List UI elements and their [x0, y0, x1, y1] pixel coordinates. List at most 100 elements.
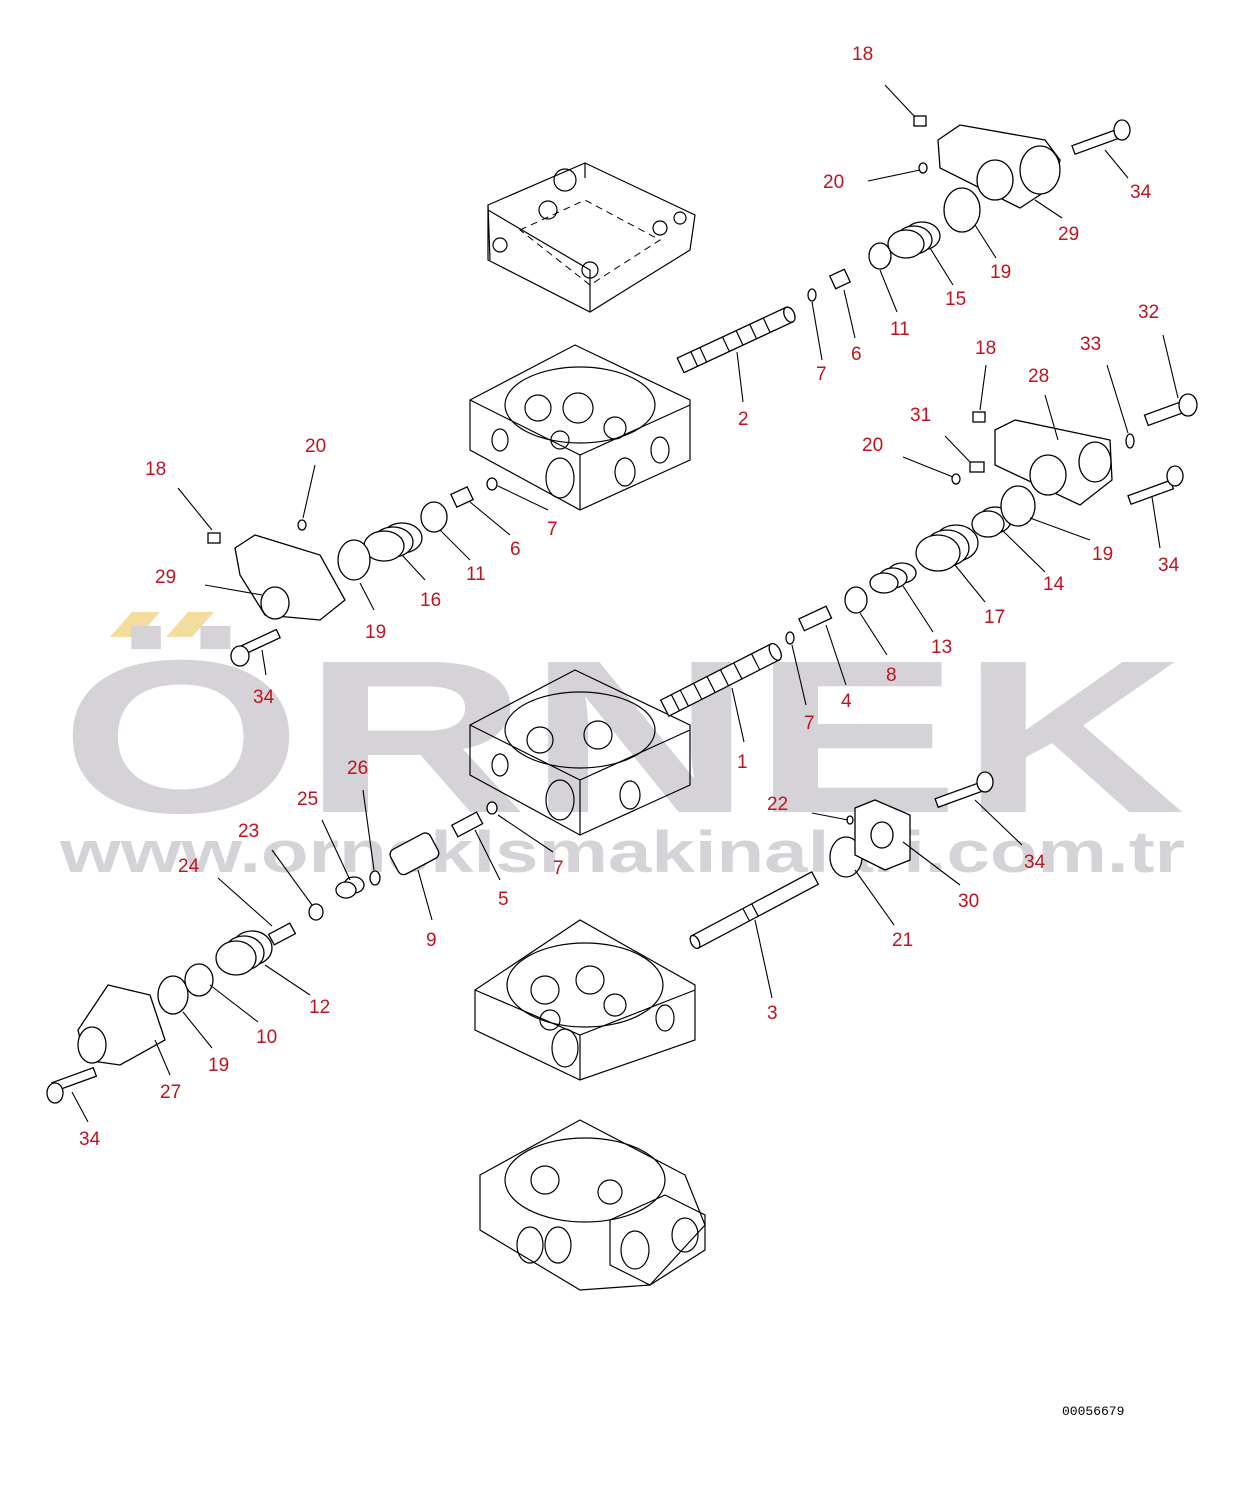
oring-7-a [807, 288, 817, 302]
callout-34: 34 [1024, 852, 1046, 873]
callout-18: 18 [975, 338, 996, 359]
callout-21: 21 [892, 930, 913, 951]
spring-13 [869, 562, 917, 594]
callout-30: 30 [958, 891, 979, 912]
callout-34: 34 [79, 1129, 101, 1150]
seal-19-right [1000, 485, 1036, 527]
callout-7: 7 [547, 519, 558, 540]
callout-19: 19 [1092, 544, 1113, 565]
callout-7: 7 [804, 713, 815, 734]
oring-7-c [785, 631, 795, 645]
bolt-34-top [1071, 119, 1131, 156]
oring-20-c [297, 519, 307, 531]
callout-17: 17 [984, 607, 1005, 628]
flange-30 [854, 799, 911, 871]
callout-28: 28 [1028, 366, 1049, 387]
bolt-34-left [230, 628, 282, 667]
callout-20: 20 [305, 436, 326, 457]
sleeve-9 [389, 832, 440, 876]
callout-6: 6 [851, 344, 862, 365]
callout-6: 6 [510, 539, 521, 560]
callout-14: 14 [1043, 574, 1065, 595]
valve-block-top [487, 162, 696, 313]
callout-3: 3 [767, 1003, 778, 1024]
callout-7: 7 [553, 858, 564, 879]
callout-1: 1 [737, 752, 748, 773]
callout-20: 20 [862, 435, 883, 456]
ring-11-left [420, 501, 448, 533]
valve-block-upper-mid [469, 344, 691, 511]
callout-34: 34 [253, 687, 275, 708]
oring-20-a [918, 162, 928, 174]
poppet-5 [450, 811, 484, 838]
seal-19-lower [157, 975, 189, 1015]
cap-27 [77, 984, 166, 1066]
callout-8: 8 [886, 665, 897, 686]
callout-11: 11 [466, 564, 486, 585]
callout-27: 27 [160, 1082, 181, 1103]
callout-34: 34 [1130, 182, 1152, 203]
callout-33: 33 [1080, 334, 1101, 355]
callout-29: 29 [1058, 224, 1079, 245]
callout-19: 19 [208, 1055, 229, 1076]
cover-28 [994, 419, 1113, 506]
callout-5: 5 [498, 889, 509, 910]
callout-32: 32 [1138, 302, 1159, 323]
valve-block-end [479, 1119, 706, 1291]
callout-18: 18 [145, 459, 166, 480]
spool-2 [676, 306, 796, 374]
leader-lines [71, 84, 1179, 1123]
plug-31 [969, 461, 985, 473]
valve-block-bottom [474, 919, 696, 1081]
plug-6-top [828, 268, 852, 290]
callout-9: 9 [426, 930, 437, 951]
watermark-accent-left [110, 612, 160, 637]
seal-19-left [337, 539, 371, 581]
oring-7-b [486, 477, 498, 491]
callout-12: 12 [309, 997, 330, 1018]
spring-17 [915, 524, 979, 572]
callout-2: 2 [738, 409, 749, 430]
callout-29: 29 [155, 567, 176, 588]
bolt-34-flange [934, 771, 994, 809]
cover-29-left [234, 534, 346, 621]
bolt-34-bottom [46, 1066, 98, 1104]
callout-23: 23 [238, 821, 259, 842]
fitting-32 [1143, 393, 1198, 427]
plug-18-right [972, 411, 986, 423]
callout-16: 16 [420, 590, 441, 611]
ring-11-top [868, 242, 892, 270]
callout-10: 10 [256, 1027, 277, 1048]
nut-23 [308, 903, 324, 921]
plug-18-left [207, 532, 221, 544]
callout-22: 22 [767, 794, 788, 815]
callout-13: 13 [931, 637, 952, 658]
callout-4: 4 [841, 691, 852, 712]
ring-8 [844, 586, 868, 614]
plug-24 [267, 922, 297, 946]
callout-20: 20 [823, 172, 844, 193]
shaft-3 [689, 871, 820, 950]
watermark-url: www.orneklsmakinalari.com.tr [59, 820, 1185, 885]
callout-19: 19 [365, 622, 386, 643]
callout-34: 34 [1158, 555, 1180, 576]
plug-18-top [913, 115, 927, 127]
oring-20-b [951, 473, 961, 485]
spool-1 [659, 642, 782, 718]
oring-33 [1125, 433, 1135, 449]
callout-15: 15 [945, 289, 966, 310]
oring-26 [369, 870, 381, 886]
callout-24: 24 [178, 856, 200, 877]
spring-16 [363, 522, 423, 562]
seal-19-top [943, 187, 981, 233]
spring-15 [887, 221, 941, 259]
cover-29-top [937, 124, 1061, 209]
valve-block-lower-mid [469, 669, 691, 836]
watermark-accent-right [166, 612, 214, 637]
callout-18: 18 [852, 44, 873, 65]
drawing-code: 00056679 [1062, 1404, 1124, 1419]
callout-labels: 18 20 34 29 19 15 11 6 7 2 32 18 33 28 3… [79, 44, 1180, 1150]
oring-7-d [486, 801, 498, 815]
plug-6-mid [450, 485, 474, 509]
